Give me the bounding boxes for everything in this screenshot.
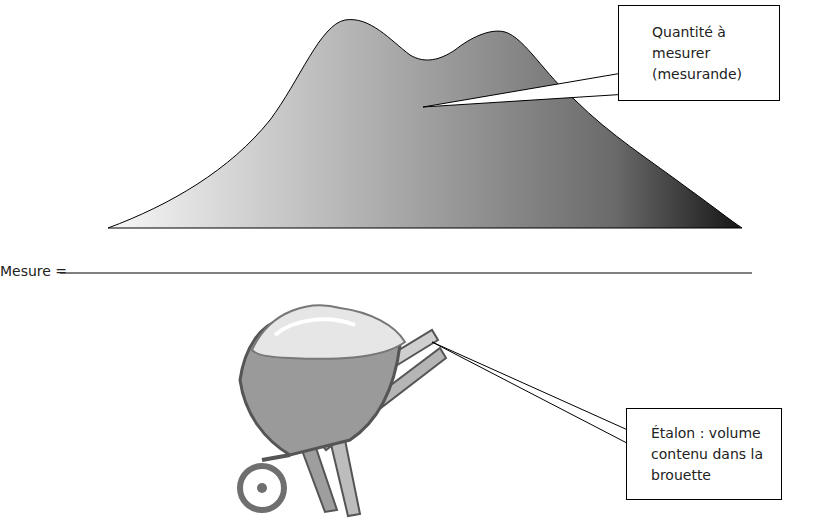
wheelbarrow-illustration <box>240 305 446 516</box>
callout-box: Étalon : volume contenu dans la brouette <box>626 408 782 500</box>
callout-box: Quantité à mesurer (mesurande) <box>618 5 780 101</box>
fraction-bar <box>60 273 752 274</box>
callout-text: Étalon : volume contenu dans la brouette <box>651 423 775 486</box>
equation-label: Mesure = <box>0 263 67 279</box>
callout-text: Quantité à mesurer (mesurande) <box>652 22 752 85</box>
leader-wedge <box>432 342 650 455</box>
